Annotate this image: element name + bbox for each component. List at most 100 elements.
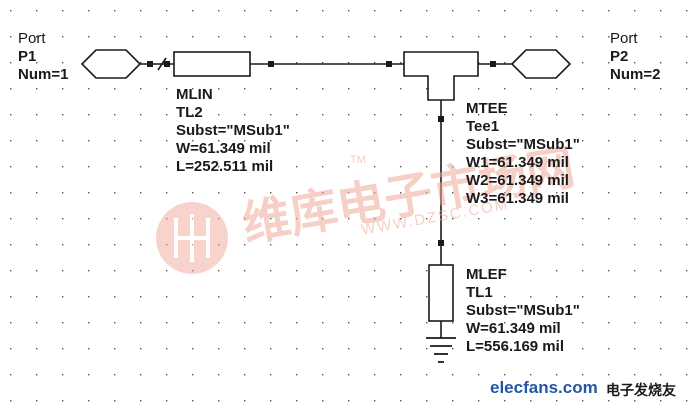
grid-dot <box>426 166 428 168</box>
grid-dot <box>348 10 350 12</box>
grid-dot <box>322 166 324 168</box>
grid-dot <box>166 322 168 324</box>
grid-dot <box>400 270 402 272</box>
grid-dot <box>530 374 532 376</box>
grid-dot <box>452 400 454 402</box>
grid-dot <box>660 296 662 298</box>
tl2-model: MLIN <box>176 86 213 103</box>
grid-dot <box>62 62 64 64</box>
grid-dot <box>322 374 324 376</box>
grid-dot <box>296 400 298 402</box>
mtee-tee1-symbol[interactable] <box>403 51 479 101</box>
grid-dot <box>426 10 428 12</box>
grid-dot <box>660 400 662 402</box>
grid-dot <box>608 10 610 12</box>
grid-dot <box>374 166 376 168</box>
grid-dot <box>400 192 402 194</box>
tl1-subst: Subst="MSub1" <box>466 302 580 319</box>
grid-dot <box>10 400 12 402</box>
grid-dot <box>686 166 688 168</box>
grid-dot <box>322 140 324 142</box>
grid-dot <box>218 348 220 350</box>
mlef-tl1-symbol[interactable] <box>428 264 454 322</box>
grid-dot <box>504 10 506 12</box>
grid-dot <box>608 400 610 402</box>
grid-dot <box>244 296 246 298</box>
grid-dot <box>530 192 532 194</box>
grid-dot <box>140 10 142 12</box>
grid-dot <box>634 140 636 142</box>
grid-dot <box>452 218 454 220</box>
grid-dot <box>296 322 298 324</box>
grid-dot <box>530 166 532 168</box>
grid-dot <box>140 244 142 246</box>
grid-dot <box>166 114 168 116</box>
grid-dot <box>400 244 402 246</box>
grid-dot <box>374 218 376 220</box>
grid-dot <box>582 322 584 324</box>
grid-dot <box>530 36 532 38</box>
grid-dot <box>452 166 454 168</box>
grid-dot <box>478 36 480 38</box>
grid-dot <box>166 140 168 142</box>
grid-dot <box>374 348 376 350</box>
grid-dot <box>556 322 558 324</box>
grid-dot <box>374 296 376 298</box>
grid-dot <box>218 400 220 402</box>
mlin-tl2-symbol[interactable] <box>173 51 251 77</box>
grid-dot <box>686 270 688 272</box>
tl2-width: W=61.349 mil <box>176 140 271 157</box>
grid-dot <box>218 114 220 116</box>
grid-dot <box>348 244 350 246</box>
grid-dot <box>504 270 506 272</box>
grid-dot <box>556 348 558 350</box>
grid-dot <box>634 374 636 376</box>
grid-dot <box>478 114 480 116</box>
grid-dot <box>62 192 64 194</box>
grid-dot <box>10 166 12 168</box>
grid-dot <box>192 400 194 402</box>
grid-dot <box>556 400 558 402</box>
grid-dot <box>270 296 272 298</box>
port-p1-symbol[interactable] <box>80 49 142 79</box>
grid-dot <box>634 62 636 64</box>
grid-dot <box>478 140 480 142</box>
grid-dot <box>322 400 324 402</box>
grid-dot <box>426 348 428 350</box>
grid-dot <box>660 114 662 116</box>
grid-dot <box>478 218 480 220</box>
grid-dot <box>608 140 610 142</box>
port-p2-symbol[interactable] <box>510 49 572 79</box>
grid-dot <box>582 166 584 168</box>
grid-dot <box>556 88 558 90</box>
grid-dot <box>36 114 38 116</box>
grid-dot <box>322 114 324 116</box>
grid-dot <box>10 62 12 64</box>
grid-dot <box>426 88 428 90</box>
grid-dot <box>192 166 194 168</box>
port-p1-name: P1 <box>18 48 37 65</box>
grid-dot <box>114 218 116 220</box>
grid-dot <box>478 10 480 12</box>
grid-dot <box>374 10 376 12</box>
grid-dot <box>504 166 506 168</box>
grid-dot <box>634 166 636 168</box>
grid-dot <box>348 166 350 168</box>
grid-dot <box>62 10 64 12</box>
grid-dot <box>218 322 220 324</box>
grid-dot <box>88 400 90 402</box>
port-p2-num: Num=2 <box>610 66 661 83</box>
grid-dot <box>192 348 194 350</box>
grid-dot <box>634 192 636 194</box>
grid-dot <box>426 140 428 142</box>
grid-dot <box>10 88 12 90</box>
grid-dot <box>504 192 506 194</box>
grid-dot <box>374 192 376 194</box>
grid-dot <box>244 114 246 116</box>
grid-dot <box>634 10 636 12</box>
grid-dot <box>218 10 220 12</box>
grid-dot <box>348 192 350 194</box>
grid-dot <box>218 140 220 142</box>
grid-dot <box>218 270 220 272</box>
grid-dot <box>426 244 428 246</box>
